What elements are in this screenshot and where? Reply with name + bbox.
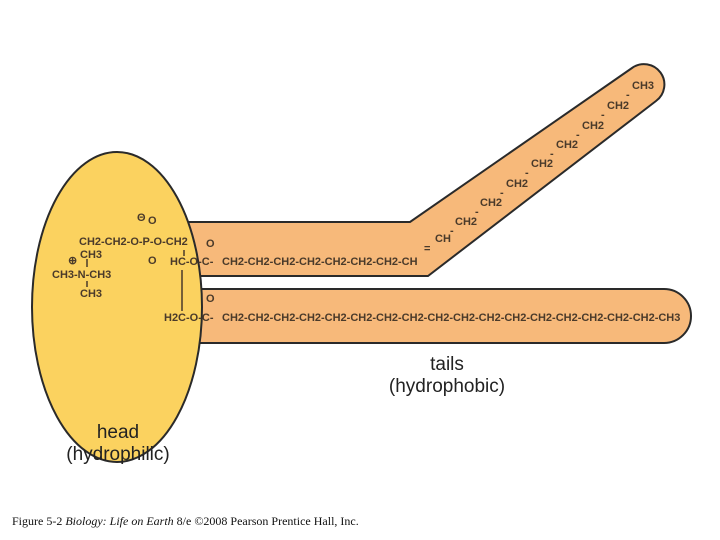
tail-chemistry: CH2-CH2-CH2-CH2-CH2-CH2-CH2-CH CH2-CH2-C…	[222, 80, 680, 324]
lower-tail	[139, 288, 692, 344]
phosphate-o-bottom: O	[148, 255, 157, 267]
lower-tail-chain: CH2-CH2-CH2-CH2-CH2-CH2-CH2-CH2-CH2-CH2-…	[222, 312, 680, 324]
glycerol-row-3: H2C-O-C-	[164, 312, 214, 324]
diagonal-unit: CH2	[455, 216, 477, 228]
double-bond-mark: =	[424, 243, 430, 255]
diagonal-unit: CH2	[531, 158, 553, 170]
glycerol-row-2: HC-O-C-	[170, 256, 214, 268]
head-label: head (hydrophilic)	[38, 422, 198, 466]
diagonal-unit: CH2	[607, 100, 629, 112]
bond-dash: -	[550, 148, 554, 160]
caption-figure: Figure 5-2	[12, 514, 63, 528]
amine-charge: ⊕	[68, 255, 77, 267]
diagonal-unit: CH2	[556, 139, 578, 151]
carbonyl-o-2: O	[206, 293, 215, 305]
head-chemistry: Θ O CH2-CH2-O-P-O-CH2 O ⊕ CH3 CH3-N-CH3 …	[52, 212, 215, 324]
amine-row: CH3-N-CH3	[52, 269, 111, 281]
caption-book: Biology: Life on Earth	[65, 514, 174, 528]
head-ellipse	[31, 151, 203, 463]
bond-dash: -	[525, 167, 529, 179]
glycerol-row-1: CH2-CH2-O-P-O-CH2	[79, 236, 188, 248]
upper-tail	[139, 63, 666, 277]
head-label-line2: (hydrophilic)	[66, 444, 170, 465]
carbonyl-o-1: O	[206, 238, 215, 250]
diagonal-unit: CH2	[506, 178, 528, 190]
figure-caption: Figure 5-2 Biology: Life on Earth 8/e ©2…	[12, 514, 359, 529]
phosphate-charge: Θ	[137, 212, 146, 224]
tails-label: tails (hydrophobic)	[362, 354, 532, 398]
double-bond-ch: CH	[435, 233, 451, 245]
bond-dash: -	[576, 129, 580, 141]
upper-tail-chain: CH2-CH2-CH2-CH2-CH2-CH2-CH2-CH	[222, 256, 418, 268]
bond-dash: -	[500, 187, 504, 199]
diagonal-unit: CH3	[632, 80, 654, 92]
bond-dash: -	[475, 206, 479, 218]
bond-dash: -	[601, 109, 605, 121]
phosphate-o-top: O	[148, 215, 157, 227]
amine-ch3-bottom: CH3	[80, 288, 102, 300]
bond-dash: -	[450, 225, 454, 237]
tails-label-line2: (hydrophobic)	[388, 376, 506, 397]
amine-ch3-top: CH3	[80, 249, 102, 261]
diagonal-unit: CH2	[582, 120, 604, 132]
caption-rest: 8/e ©2008 Pearson Prentice Hall, Inc.	[176, 514, 359, 528]
bond-dash: -	[626, 89, 630, 101]
head-label-line1: head	[96, 422, 140, 443]
diagonal-unit: CH2	[480, 197, 502, 209]
tails-label-line1: tails	[430, 354, 464, 375]
